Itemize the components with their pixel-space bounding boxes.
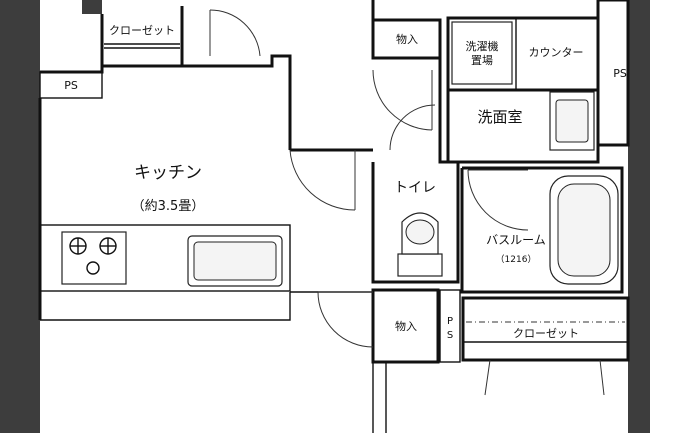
ps-left-label: PS (64, 79, 78, 92)
kitchen-sink (187, 235, 283, 287)
bathroom-size-label: （1216） (496, 254, 537, 265)
door-swings (209, 9, 605, 396)
washer-area-label-1: 洗濯機 (466, 39, 499, 53)
toilet-label: トイレ (394, 180, 436, 196)
exterior-walls (0, 0, 650, 433)
ps-small-label-s: S (447, 330, 453, 341)
counter-label: カウンター (529, 46, 584, 59)
partition-walls (38, 0, 630, 433)
washer-area-label-2: 置場 (471, 54, 493, 67)
bathtub (549, 175, 619, 285)
toilet-fixture (397, 212, 443, 277)
ps-right-label: PS (613, 67, 627, 80)
storage-top-label: 物入 (396, 32, 418, 46)
stove (61, 231, 127, 285)
ps-small-label-p: P (447, 316, 453, 327)
washroom-label: 洗面室 (477, 108, 522, 126)
closet-bottom-label: クローゼット (513, 327, 579, 340)
kitchen-size-label: （約3.5畳） (132, 199, 205, 214)
kitchen-label: キッチン (134, 163, 202, 183)
storage-bottom-label: 物入 (395, 319, 417, 333)
closet-top-label: クローゼット (109, 24, 175, 37)
bathroom-label: バスルーム (486, 233, 546, 247)
